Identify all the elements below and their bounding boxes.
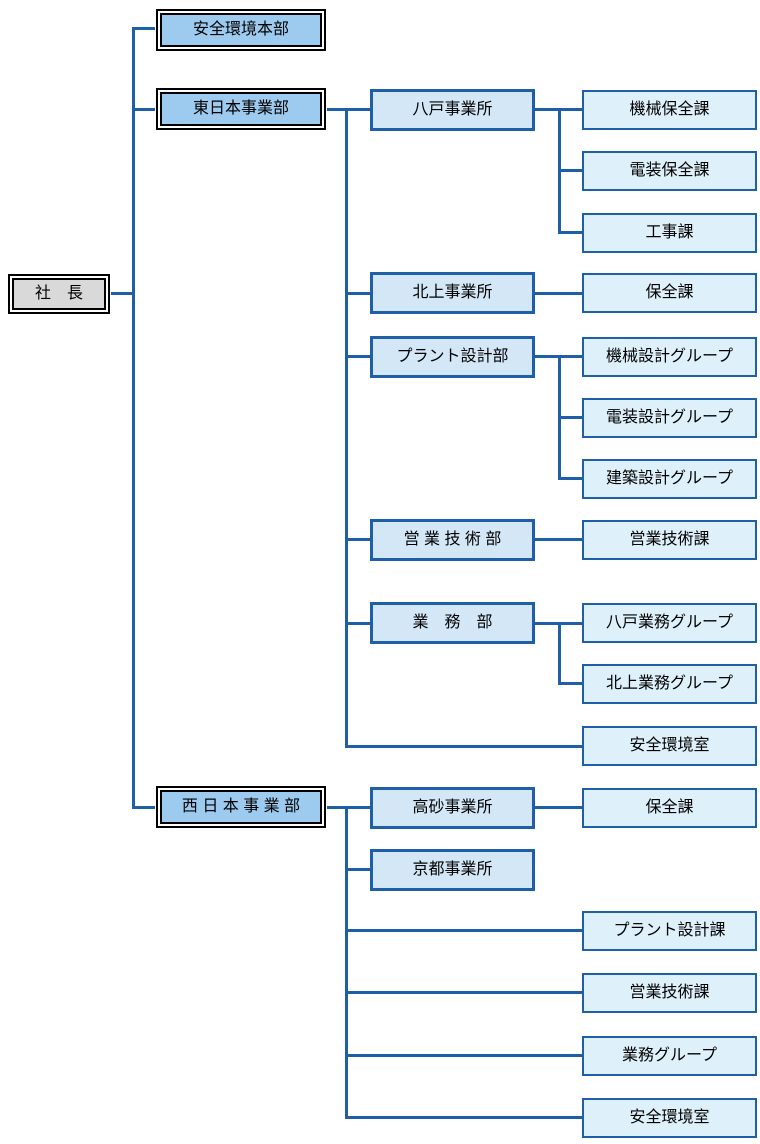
connector-branch-west-div bbox=[132, 806, 155, 809]
connector-east-div-out bbox=[327, 108, 345, 111]
connector-trunk-plant-design bbox=[558, 355, 561, 480]
connector-branch-ops-group-west bbox=[348, 1054, 582, 1057]
connector-takasago-maintenance bbox=[535, 806, 582, 809]
node-sales-tech-sec-west: 営業技術課 bbox=[582, 973, 757, 1013]
connector-branch-kitakami-office bbox=[348, 292, 370, 295]
connector-trunk-east bbox=[345, 108, 348, 748]
connector-hachinohe-out bbox=[535, 108, 561, 111]
node-mech-design-group: 機械設計グループ bbox=[582, 337, 757, 377]
node-elec-maint-sec: 電装保全課 bbox=[582, 151, 757, 191]
connector-kitakami-maintenance bbox=[535, 292, 582, 295]
connector-branch-hachinohe-office bbox=[348, 108, 370, 111]
connector-sales-tech-sec-east bbox=[535, 538, 582, 541]
connector-plant-design-out bbox=[535, 355, 561, 358]
connector-branch-kyoto-office bbox=[348, 868, 370, 871]
node-sales-tech-dept: 営 業 技 術 部 bbox=[370, 519, 535, 561]
node-kitakami-ops-group: 北上業務グループ bbox=[582, 664, 757, 704]
connector-branch-mech-maint bbox=[561, 108, 582, 111]
node-maintenance-sec-west: 保全課 bbox=[582, 788, 757, 828]
node-hachinohe-ops-group: 八戸業務グループ bbox=[582, 603, 757, 643]
connector-branch-takasago-office bbox=[348, 806, 370, 809]
connector-branch-plant-design-sec-west bbox=[348, 929, 582, 932]
node-east-division: 東日本事業部 bbox=[156, 88, 326, 130]
node-takasago-office: 高砂事業所 bbox=[370, 787, 535, 829]
node-safety-env-room-east: 安全環境室 bbox=[582, 726, 757, 766]
connector-branch-elec-design bbox=[561, 416, 582, 419]
node-arch-design-group: 建築設計グループ bbox=[582, 459, 757, 499]
connector-west-div-out bbox=[327, 806, 345, 809]
node-safety-env-room-west: 安全環境室 bbox=[582, 1098, 757, 1138]
connector-branch-kitakami-ops bbox=[561, 682, 582, 685]
connector-branch-plant-design-dept bbox=[348, 355, 370, 358]
connector-branch-elec-maint bbox=[561, 169, 582, 172]
connector-branch-ops-dept bbox=[348, 622, 370, 625]
node-ops-group-west: 業務グループ bbox=[582, 1036, 757, 1076]
node-kitakami-office: 北上事業所 bbox=[370, 272, 535, 314]
node-mech-maint-sec: 機械保全課 bbox=[582, 90, 757, 130]
node-ops-dept: 業 務 部 bbox=[370, 602, 535, 644]
node-plant-design-dept: プラント設計部 bbox=[370, 336, 535, 378]
node-kyoto-office: 京都事業所 bbox=[370, 849, 535, 891]
node-sales-tech-sec-east: 営業技術課 bbox=[582, 520, 757, 560]
connector-branch-construction bbox=[561, 231, 582, 234]
connector-president bbox=[111, 292, 132, 295]
connector-branch-safety-env-hq bbox=[132, 27, 155, 30]
connector-trunk-main bbox=[132, 27, 135, 809]
node-construction-sec: 工事課 bbox=[582, 213, 757, 253]
connector-branch-mech-design bbox=[561, 355, 582, 358]
connector-ops-out bbox=[535, 622, 561, 625]
connector-branch-hachinohe-ops bbox=[561, 622, 582, 625]
connector-trunk-west bbox=[345, 806, 348, 1119]
node-maintenance-sec-east: 保全課 bbox=[582, 273, 757, 313]
node-hachinohe-office: 八戸事業所 bbox=[370, 89, 535, 131]
connector-trunk-hachinohe bbox=[558, 108, 561, 234]
node-elec-design-group: 電装設計グループ bbox=[582, 398, 757, 438]
connector-branch-east-div bbox=[132, 108, 155, 111]
connector-branch-safety-env-room-west bbox=[348, 1116, 582, 1119]
node-president: 社 長 bbox=[8, 274, 110, 314]
node-west-division: 西 日 本 事 業 部 bbox=[156, 786, 326, 828]
connector-branch-sales-tech-dept bbox=[348, 538, 370, 541]
node-plant-design-sec-west: プラント設計課 bbox=[582, 911, 757, 951]
connector-branch-arch-design bbox=[561, 477, 582, 480]
connector-branch-sales-tech-sec-west bbox=[348, 991, 582, 994]
connector-trunk-ops bbox=[558, 622, 561, 685]
connector-branch-safety-env-room-east bbox=[345, 745, 582, 748]
node-safety-env-hq: 安全環境本部 bbox=[156, 9, 326, 51]
